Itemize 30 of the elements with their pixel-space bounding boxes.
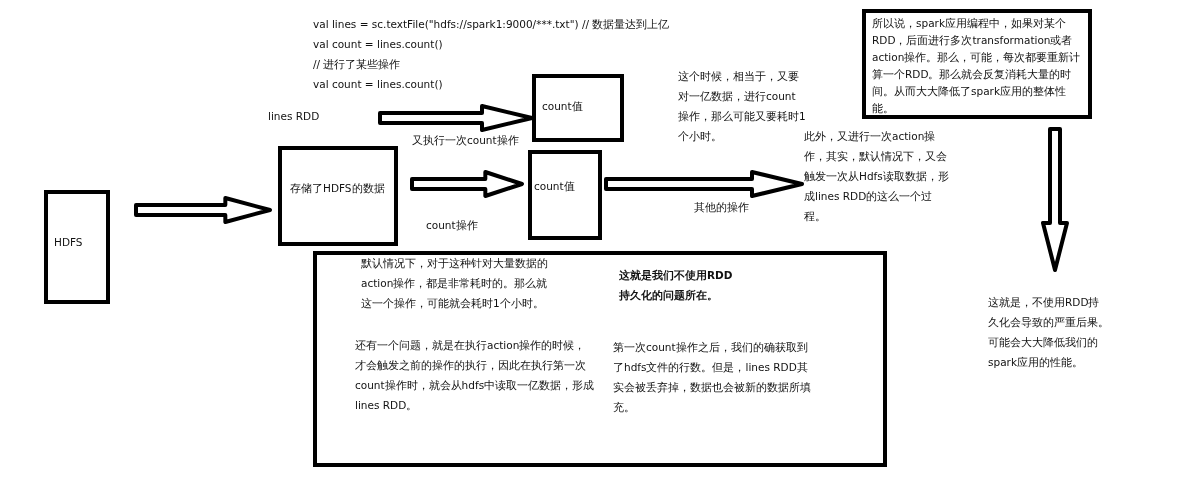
box-text: count值 xyxy=(542,99,584,114)
arrow xyxy=(1041,127,1069,272)
box-text: 第一次count操作之后，我们的确获取到了hdfs文件的行数。但是，lines RDD其实会被丢弃掉，数据也会被新的数据所填充。 xyxy=(613,340,812,415)
code-line: val count = lines.count() xyxy=(313,77,443,92)
arrow xyxy=(378,104,534,132)
process-box xyxy=(528,150,602,240)
arrow xyxy=(410,170,524,198)
box-text: 还有一个问题，就是在执行action操作的时候，才会触发之前的操作的执行，因此在执行第一次count操作时，就会从hdfs中读取一亿数据，形成lines RDD。 xyxy=(355,338,595,413)
edge-label: 又执行一次count操作 xyxy=(410,134,521,148)
box-text: 默认情况下，对于这种针对大量数据的action操作，都是非常耗时的。那么就这一个操作，可能就会耗时1个小时。 xyxy=(361,256,549,311)
box-text: 这就是我们不使用RDD持久化的问题所在。 xyxy=(619,268,734,303)
box-text: 存储了HDFS的数据 xyxy=(290,181,386,196)
box-text: count值 xyxy=(534,179,576,194)
process-box xyxy=(862,9,1092,119)
process-box xyxy=(532,74,624,142)
process-box xyxy=(44,190,110,304)
code-line: val lines = sc.textFile("hdfs://spark1:9000/***.txt") // 数据量达到上亿 xyxy=(313,17,670,32)
edge-label: count操作 xyxy=(424,219,480,233)
process-box xyxy=(313,251,887,467)
code-line: val count = lines.count() xyxy=(313,37,443,52)
box-text: HDFS xyxy=(54,235,84,250)
arrow xyxy=(134,196,272,224)
arrow xyxy=(604,170,804,198)
note-text: 此外，又进行一次action操作，其实，默认情况下，又会触发一次从Hdfs读取数据，形成lines RDD的这么一个过程。 xyxy=(804,129,950,224)
code-line: // 进行了某些操作 xyxy=(313,57,401,72)
note-text: 这就是，不使用RDD持久化会导致的严重后果。可能会大大降低我们的spark应用的性能。 xyxy=(988,295,1110,370)
caption-text: lines RDD xyxy=(268,109,320,124)
process-box xyxy=(278,146,398,246)
box-text: 所以说，spark应用编程中，如果对某个RDD，后面进行多次transformation或者action操作。那么，可能，每次都要重新计算一个RDD。那么就会反复消耗大量的时间。从而大大降低了spark应用的整体性能。 xyxy=(872,16,1082,116)
edge-label: 其他的操作 xyxy=(692,201,751,215)
